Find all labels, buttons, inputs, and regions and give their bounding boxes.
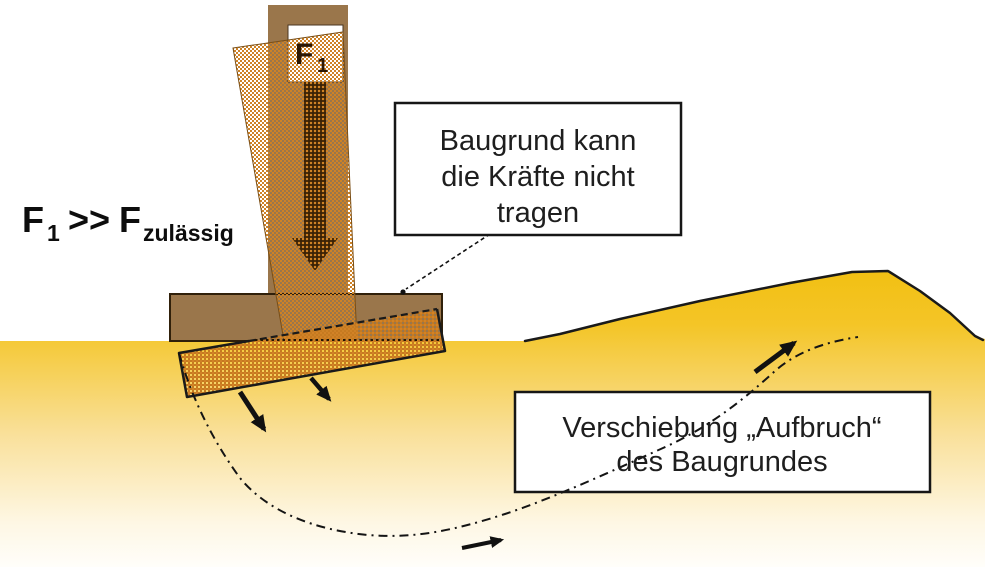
- heave-arrow: [753, 340, 798, 375]
- ground-heave-surface-line: [523, 269, 985, 343]
- applied-force-label: F: [295, 38, 313, 71]
- svg-text:Baugrund kann: Baugrund kann: [440, 125, 637, 157]
- svg-text:tragen: tragen: [497, 197, 579, 229]
- soil-capacity-callout-box: [393, 101, 683, 237]
- svg-text:die Kräfte nicht: die Kräfte nicht: [441, 161, 634, 193]
- displaced-footing-outline: [177, 308, 447, 399]
- displaced-footing-hidden-edge: [248, 307, 438, 343]
- svg-text:1: 1: [47, 220, 60, 246]
- applied-force-subscript: 1: [317, 55, 328, 77]
- svg-text:zulässig: zulässig: [143, 220, 234, 246]
- soil-push-arrow-right: [309, 376, 332, 402]
- svg-text:F: F: [119, 199, 141, 240]
- slip-direction-arrow: [461, 536, 505, 550]
- applied-force-arrow: [292, 82, 338, 271]
- svg-text:F: F: [22, 199, 44, 240]
- soil-capacity-callout-text: Baugrund kann die Kräfte nicht tragen: [440, 125, 637, 229]
- soil-push-arrow-left: [237, 390, 267, 433]
- callout-leader-line: [405, 233, 491, 290]
- svg-text:des Baugrundes: des Baugrundes: [616, 446, 827, 478]
- svg-text:>>: >>: [68, 199, 110, 240]
- svg-text:Verschiebung „Aufbruch“: Verschiebung „Aufbruch“: [562, 412, 881, 444]
- displacement-callout-text: Verschiebung „Aufbruch“ des Baugrundes: [562, 412, 881, 478]
- slip-surface-curve: [178, 336, 859, 537]
- displacement-callout-box: [513, 390, 932, 494]
- callout-leader-dot: [400, 289, 406, 295]
- displaced-footing: [179, 309, 445, 397]
- force-inequality-label: F 1 >> F zulässig: [22, 199, 234, 246]
